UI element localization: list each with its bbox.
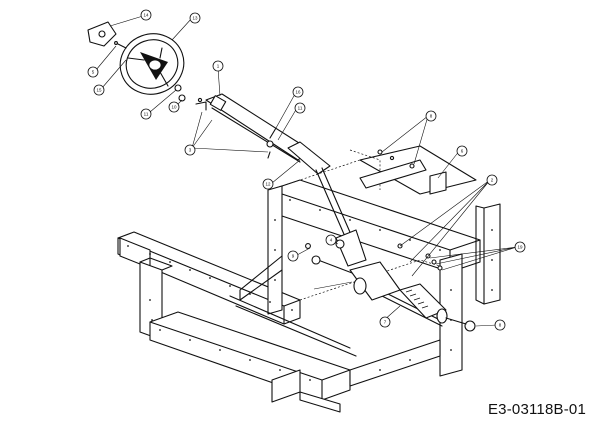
wheel-hardware <box>114 41 207 111</box>
svg-text:19: 19 <box>517 245 523 250</box>
callout-15: 15 <box>93 84 105 96</box>
callout-19: 19 <box>514 241 526 253</box>
svg-text:16: 16 <box>295 90 301 95</box>
callout-5: 5 <box>87 66 99 78</box>
steering-shaft <box>315 167 367 267</box>
svg-text:6: 6 <box>461 149 464 154</box>
svg-text:13: 13 <box>192 16 198 21</box>
svg-text:1: 1 <box>217 64 220 69</box>
callout-8-upper: 8 <box>425 110 437 122</box>
svg-text:7: 7 <box>384 320 387 325</box>
svg-text:11: 11 <box>298 106 303 111</box>
svg-text:8: 8 <box>430 114 433 119</box>
svg-text:2: 2 <box>491 178 494 183</box>
svg-text:9: 9 <box>292 254 295 259</box>
callout-16: 16 <box>292 86 304 98</box>
svg-text:15: 15 <box>96 88 102 93</box>
callout-14: 14 <box>140 9 152 21</box>
callout-11-upper: 11 <box>140 108 152 120</box>
gear-bracket <box>359 159 447 195</box>
svg-text:8: 8 <box>499 323 502 328</box>
callout-13: 13 <box>189 12 201 24</box>
leader-lines <box>95 15 518 327</box>
callout-8-lower: 8 <box>494 319 506 331</box>
drawing-code-label: E3-03118B-01 <box>487 401 586 418</box>
callout-12: 12 <box>262 178 274 190</box>
svg-text:10: 10 <box>171 105 177 110</box>
steering-rack <box>349 261 476 332</box>
steering-wheel <box>119 33 185 95</box>
callout-2: 2 <box>486 174 498 186</box>
svg-text:5: 5 <box>92 70 95 75</box>
svg-text:12: 12 <box>265 182 271 187</box>
callout-7: 7 <box>379 316 391 328</box>
callout-11-lower: 11 <box>294 102 306 114</box>
steering-cap <box>87 21 117 47</box>
callout-9: 9 <box>287 250 299 262</box>
svg-text:4: 4 <box>330 238 333 243</box>
callout-4: 4 <box>325 234 337 246</box>
svg-text:11: 11 <box>144 112 149 117</box>
callout-1: 1 <box>212 60 224 72</box>
callout-3: 3 <box>184 144 196 156</box>
svg-text:14: 14 <box>143 13 149 18</box>
svg-text:3: 3 <box>189 148 192 153</box>
callout-6: 6 <box>456 145 468 157</box>
callout-10: 10 <box>168 101 180 113</box>
steering-column <box>205 93 331 175</box>
